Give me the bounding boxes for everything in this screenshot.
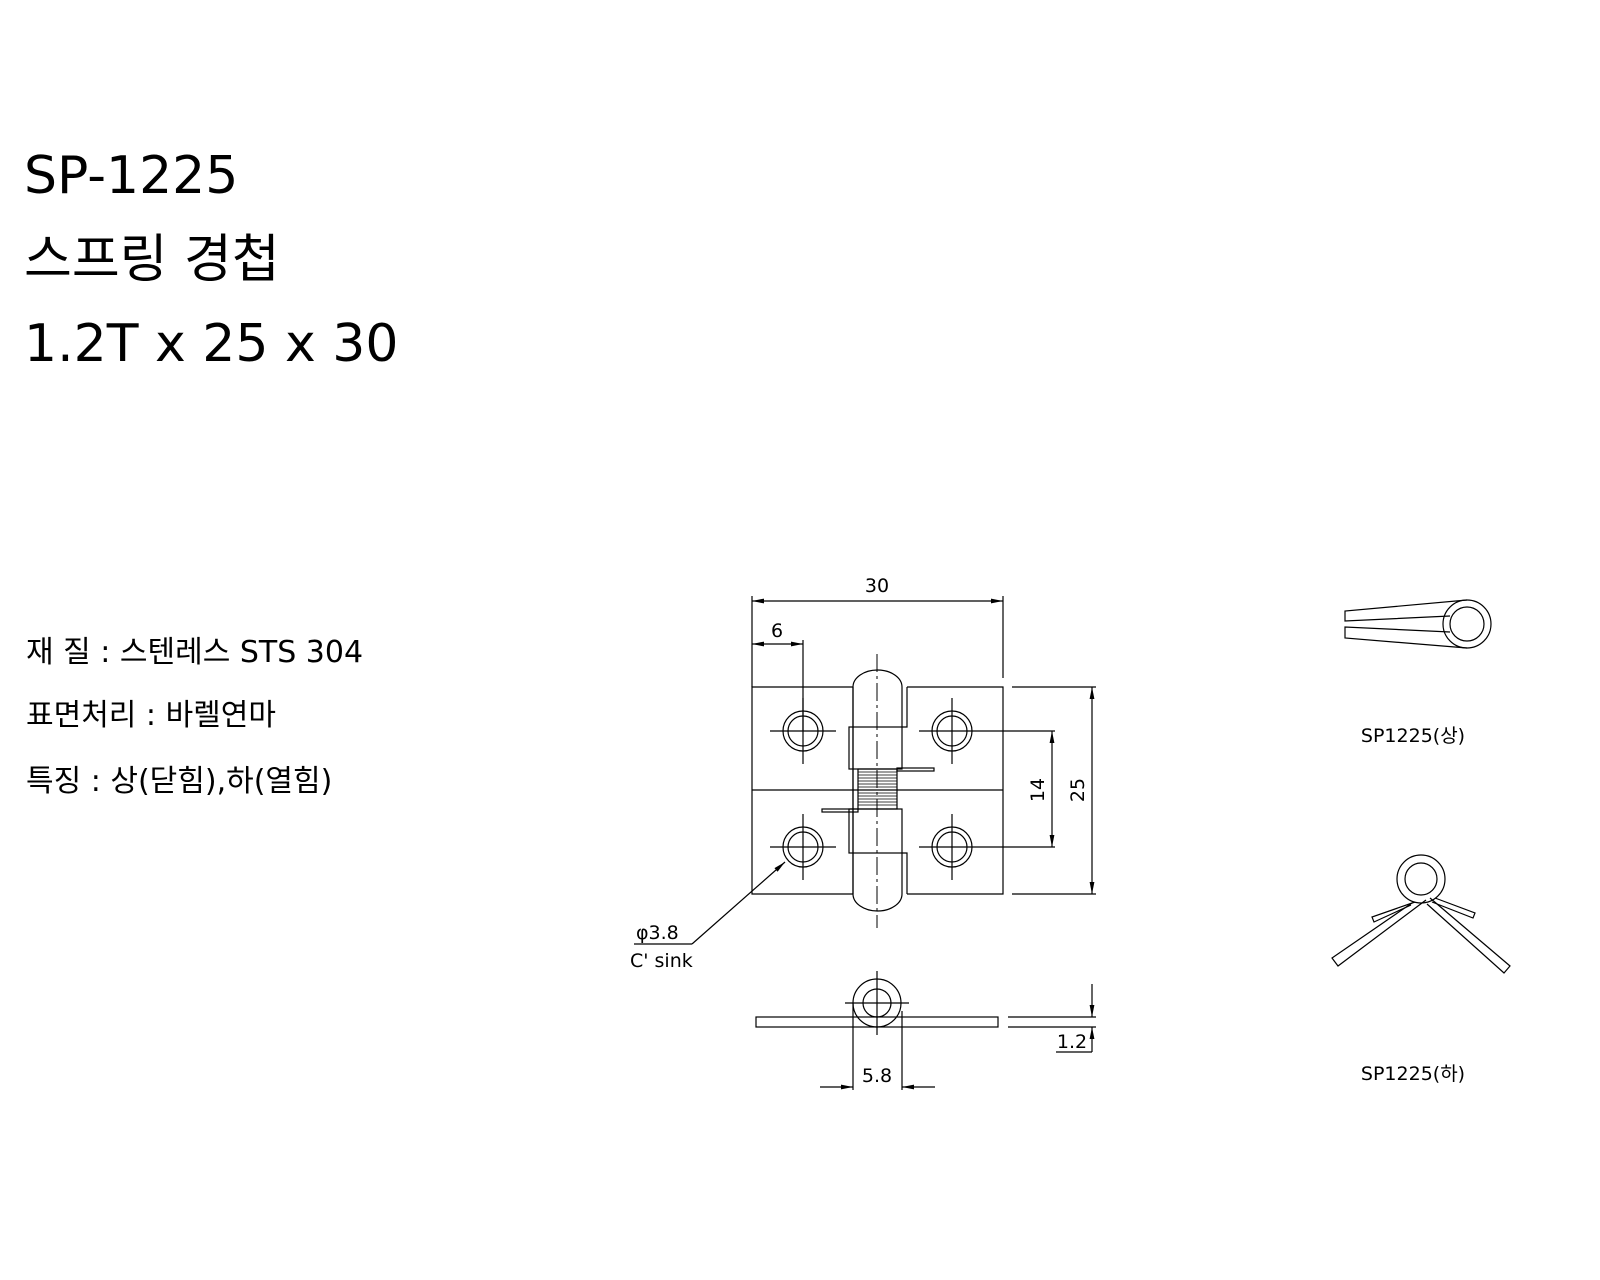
spec-finish: 표면처리 : 바렐연마 — [26, 698, 276, 733]
dimensions: 30 6 14 25 φ3.8 C' sink — [630, 575, 1096, 972]
product-name: 스프링 경첩 — [24, 230, 280, 290]
hole-note-diameter: φ3.8 — [636, 922, 679, 944]
variant-label-closed: SP1225(상) — [1361, 725, 1465, 747]
spring-open-icon — [1331, 854, 1511, 974]
mounting-holes — [770, 698, 1055, 880]
front-view — [751, 654, 1055, 928]
dim-height: 25 — [1067, 778, 1089, 802]
spring-closed-icon — [1344, 599, 1492, 649]
variant-label-open: SP1225(하) — [1361, 1063, 1465, 1085]
spec-feature: 특징 : 상(닫힘),하(열힘) — [26, 764, 333, 799]
model-number: SP-1225 — [24, 146, 239, 206]
dim-knuckle: 5.8 — [862, 1065, 892, 1087]
product-size: 1.2T x 25 x 30 — [24, 314, 399, 374]
dim-hole-offset: 6 — [771, 620, 783, 642]
dim-width: 30 — [865, 575, 889, 597]
side-view: 5.8 1.2 — [755, 971, 1096, 1090]
dim-thickness: 1.2 — [1057, 1031, 1087, 1053]
dim-hole-spacing: 14 — [1027, 778, 1049, 802]
spec-material: 재 질 : 스텐레스 STS 304 — [26, 635, 364, 670]
hole-note-type: C' sink — [630, 950, 693, 972]
